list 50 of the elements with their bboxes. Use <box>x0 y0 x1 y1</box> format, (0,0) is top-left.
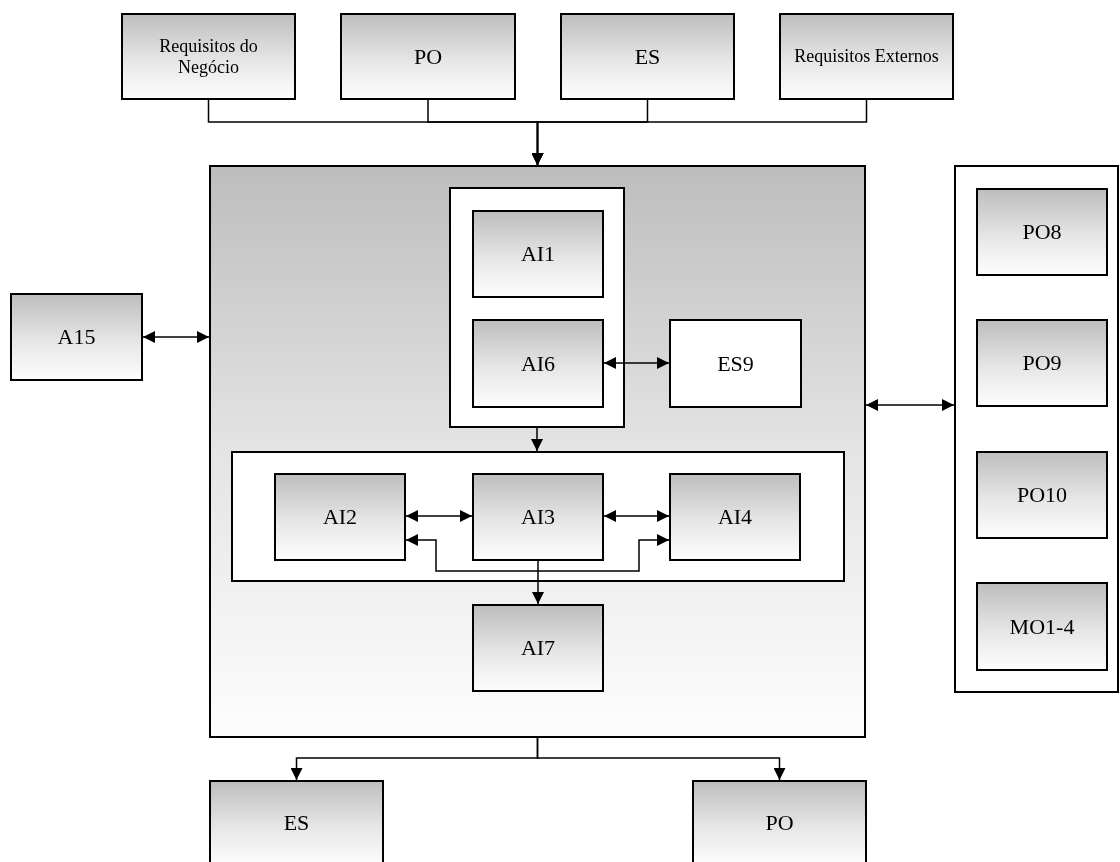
double-arrow <box>405 534 670 572</box>
process-box <box>340 13 516 100</box>
container-box <box>209 165 866 738</box>
box-label: PO <box>765 810 794 836</box>
process-box <box>692 780 867 862</box>
process-box <box>121 13 296 100</box>
box-label: AI2 <box>322 504 358 530</box>
box-label: PO8 <box>1022 219 1062 245</box>
process-box <box>472 473 604 561</box>
process-box <box>472 210 604 298</box>
arrow <box>532 560 544 605</box>
box-label: AI7 <box>520 635 556 661</box>
box-label: PO9 <box>1022 350 1062 376</box>
process-box <box>472 319 604 408</box>
process-box <box>779 13 954 100</box>
double-arrow <box>142 331 210 343</box>
box-label: AI3 <box>520 504 556 530</box>
double-arrow <box>865 399 955 411</box>
process-box <box>10 293 143 381</box>
process-box <box>669 319 802 408</box>
process-box <box>274 473 406 561</box>
box-label: Requisitos do Negócio <box>158 35 259 78</box>
box-label: ES9 <box>717 350 754 377</box>
double-arrow <box>603 510 670 522</box>
box-label: A15 <box>57 324 96 350</box>
process-box <box>669 473 801 561</box>
box-label: Requisitos Externos <box>794 46 939 67</box>
box-label: ES <box>283 810 310 836</box>
process-box <box>976 582 1108 671</box>
arrow <box>531 99 868 166</box>
box-label: AI6 <box>520 350 556 377</box>
box-label: AI1 <box>520 241 556 267</box>
box-label: PO <box>413 43 443 70</box>
arrow <box>531 427 543 452</box>
process-box <box>976 451 1108 539</box>
box-label: AI4 <box>717 504 753 530</box>
container-box <box>231 451 845 582</box>
double-arrow <box>405 510 473 522</box>
double-arrow <box>603 357 670 369</box>
process-box <box>560 13 735 100</box>
arrow <box>536 737 786 781</box>
process-box <box>209 780 384 862</box>
box-label: ES <box>634 43 661 70</box>
box-label: MO1-4 <box>1009 613 1075 640</box>
box-label: PO10 <box>1016 482 1068 508</box>
process-box <box>472 604 604 692</box>
process-box <box>976 319 1108 407</box>
container-box <box>449 187 625 428</box>
process-box <box>976 188 1108 276</box>
container-box <box>954 165 1119 693</box>
